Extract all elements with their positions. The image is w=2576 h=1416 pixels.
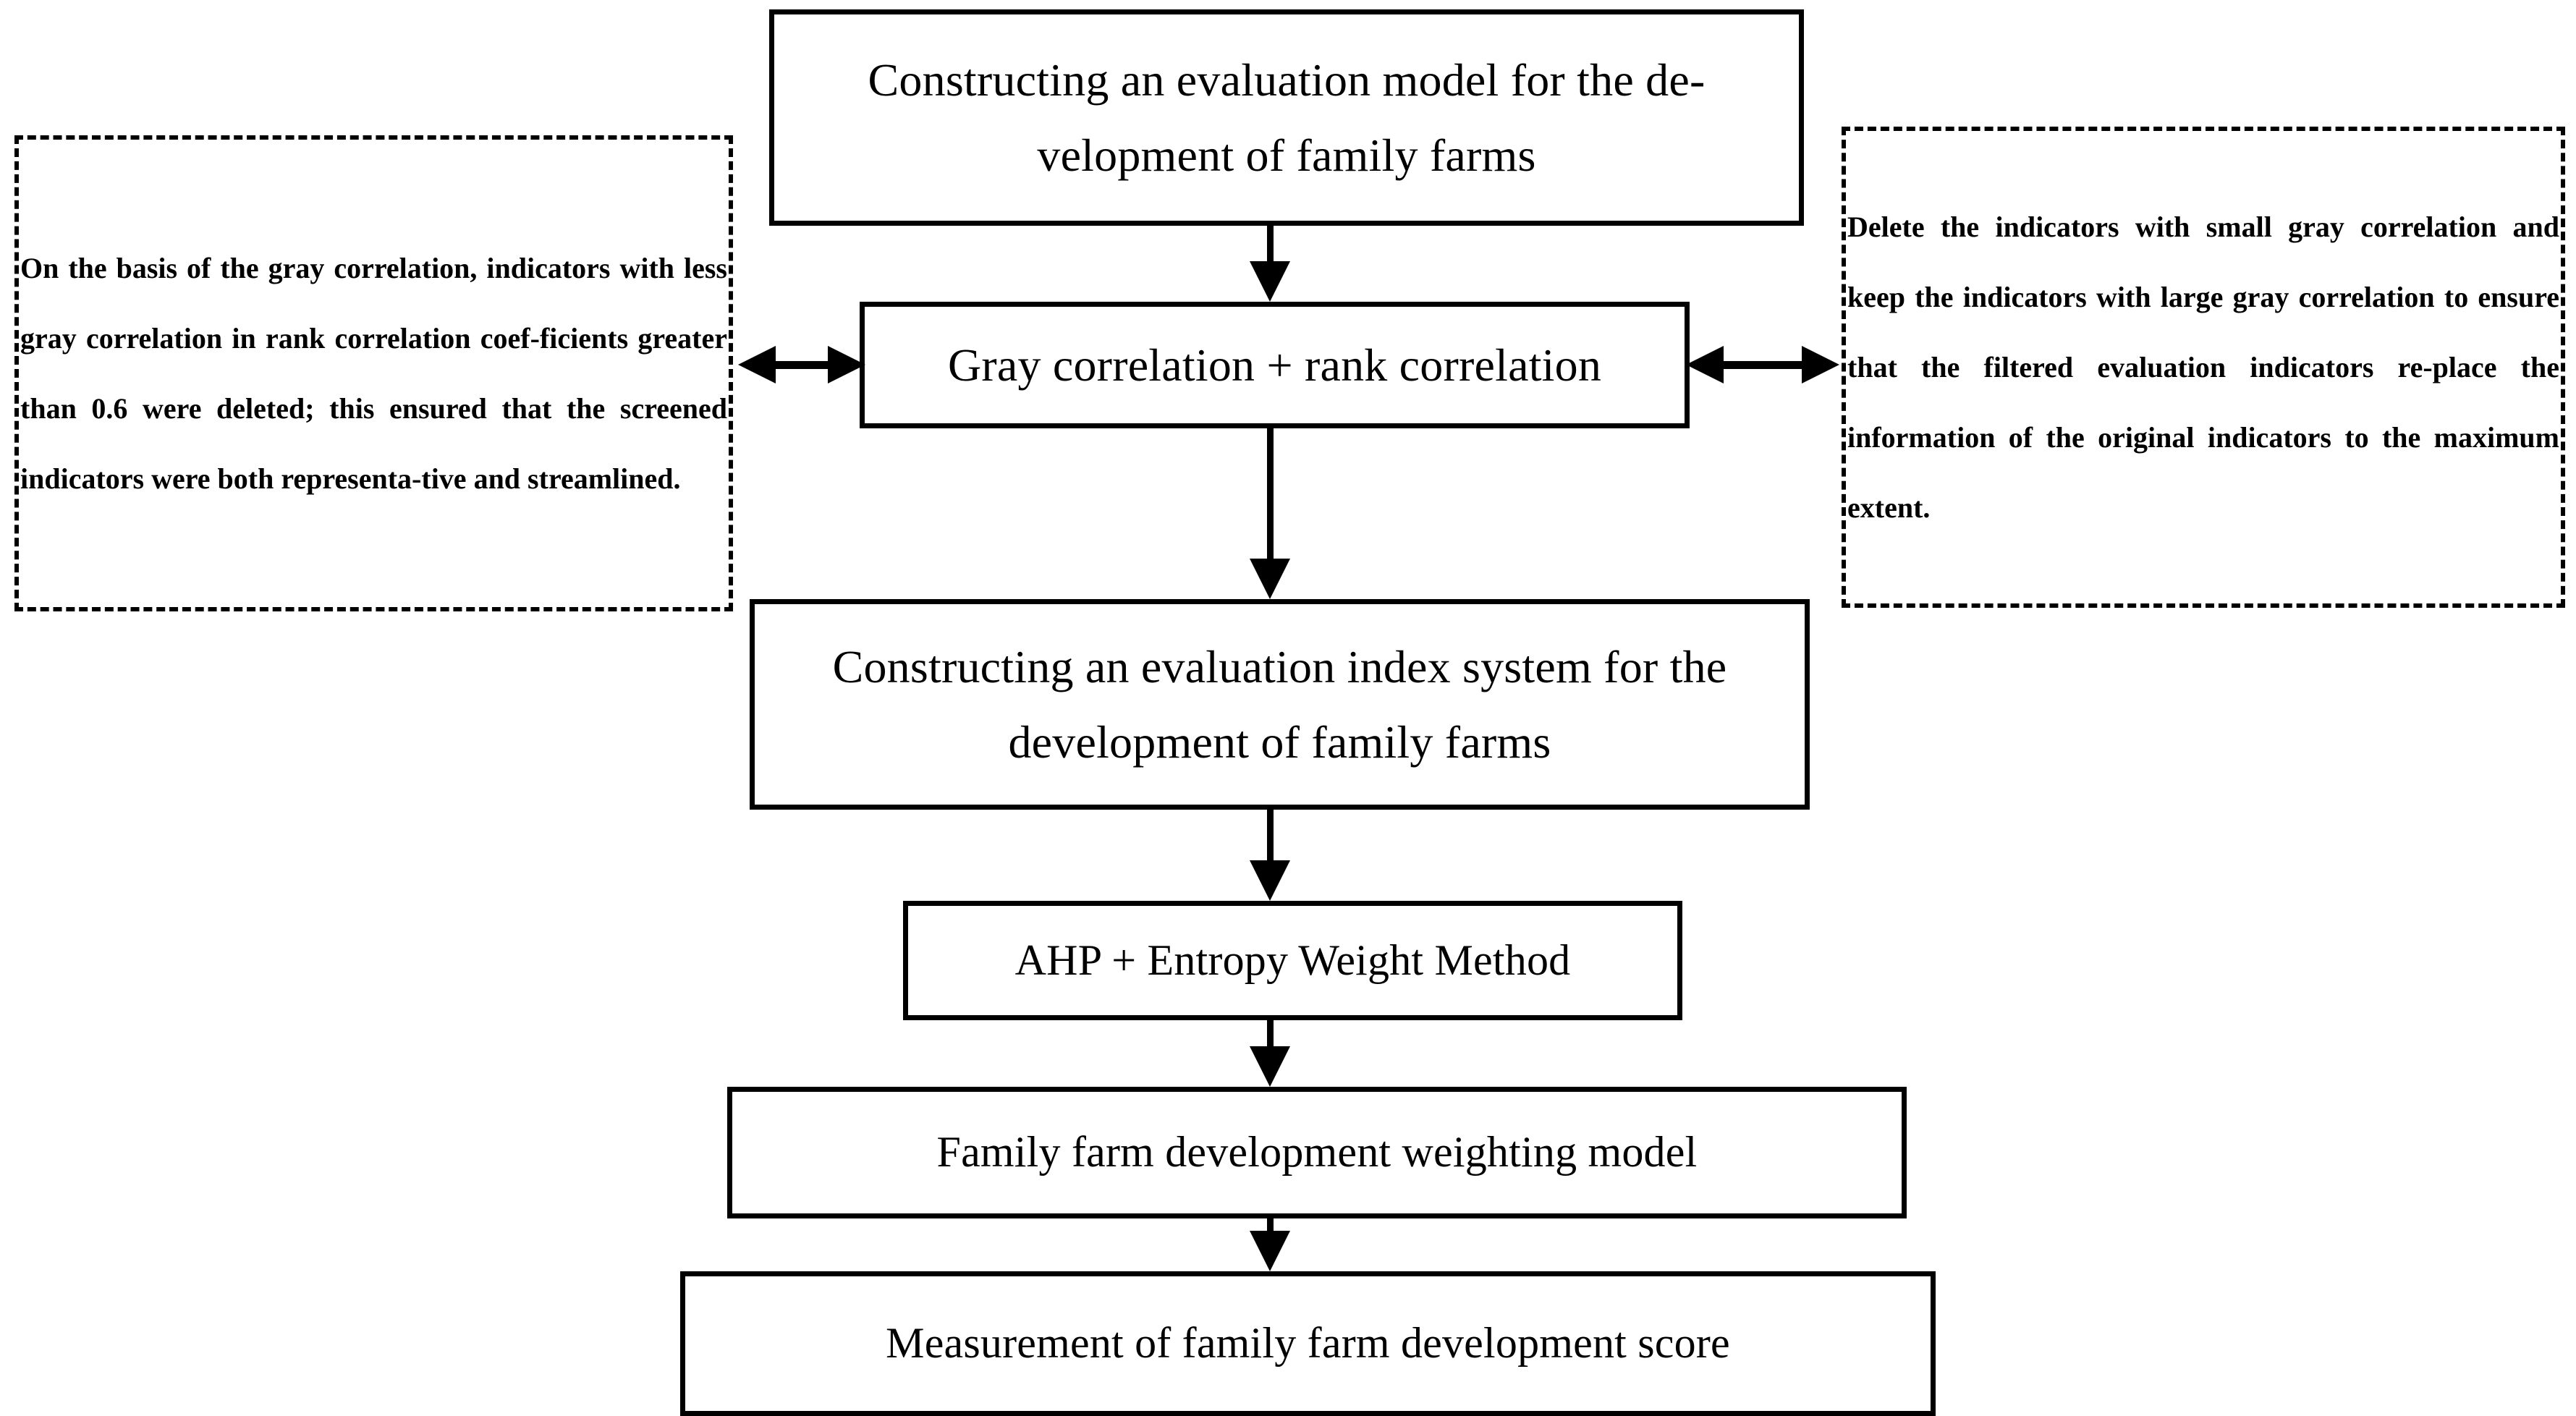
arrow-shaft [1267, 428, 1274, 560]
arrow-head [1250, 559, 1290, 599]
process-box-index-system-label: Constructing an evaluation index system … [832, 640, 1727, 768]
arrow-shaft [1267, 1218, 1274, 1237]
process-box-ahp-entropy-weight: AHP + Entropy Weight Method [903, 901, 1682, 1020]
annotation-box-right: Delete the indicators with small gray co… [1842, 127, 2565, 608]
process-box-measurement-score-label: Measurement of family farm development s… [886, 1319, 1730, 1368]
arrow-head-right [828, 346, 865, 383]
process-box-weighting-model-label: Family farm development weighting model [936, 1128, 1698, 1177]
process-box-gray-rank-correlation-label: Gray correlation + rank correlation [947, 339, 1602, 391]
process-box-evaluation-model: Constructing an evaluation model for the… [769, 9, 1804, 226]
arrow-shaft [1267, 810, 1274, 862]
process-box-ahp-entropy-weight-label: AHP + Entropy Weight Method [1014, 936, 1571, 984]
arrow-shaft [1267, 1020, 1274, 1051]
arrow-head [1250, 261, 1290, 302]
arrow-head-right [1802, 346, 1839, 383]
arrow-head [1250, 860, 1290, 901]
arrow-shaft [757, 361, 847, 369]
process-box-index-system: Constructing an evaluation index system … [750, 599, 1810, 810]
arrow-shaft [1267, 226, 1274, 263]
arrow-shaft [1705, 361, 1821, 369]
process-box-measurement-score: Measurement of family farm development s… [680, 1271, 1936, 1416]
arrow-head [1250, 1046, 1290, 1087]
process-box-evaluation-model-label: Constructing an evaluation model for the… [868, 54, 1706, 181]
annotation-right-text: Delete the indicators with small gray co… [1847, 210, 2559, 525]
annotation-box-left: On the basis of the gray correlation, in… [14, 135, 733, 611]
process-box-gray-rank-correlation: Gray correlation + rank correlation [860, 302, 1690, 428]
process-box-weighting-model: Family farm development weighting model [727, 1087, 1907, 1218]
arrow-head [1250, 1231, 1290, 1271]
annotation-left-text: On the basis of the gray correlation, in… [20, 251, 727, 496]
